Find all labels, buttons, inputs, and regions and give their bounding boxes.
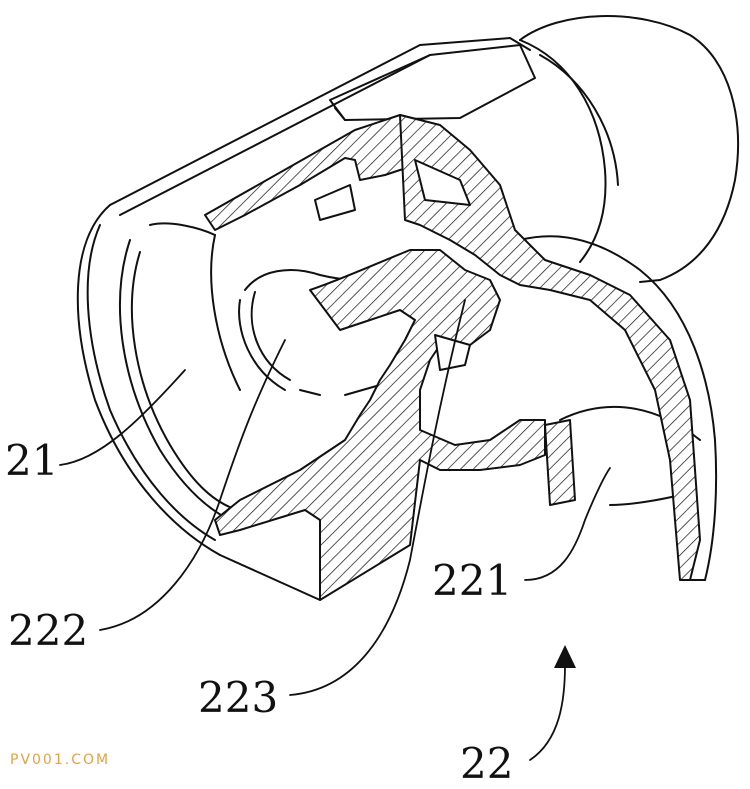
leader-222 bbox=[99, 339, 286, 631]
leader-223 bbox=[289, 299, 466, 696]
label-222: 222 bbox=[8, 606, 88, 655]
label-223: 223 bbox=[198, 673, 278, 722]
slot-upper bbox=[314, 184, 356, 221]
label-221: 221 bbox=[432, 556, 512, 605]
leader-22 bbox=[529, 664, 566, 761]
rear-boss bbox=[519, 15, 739, 283]
section-partition bbox=[214, 249, 546, 601]
label-22: 22 bbox=[460, 739, 513, 788]
label-21: 21 bbox=[5, 436, 58, 485]
watermark-text: PV001.COM bbox=[10, 752, 111, 768]
leader-21 bbox=[59, 369, 186, 466]
section-lower-post bbox=[544, 419, 576, 506]
section-upper-wall bbox=[204, 114, 421, 231]
arrow-22-head bbox=[554, 645, 576, 668]
window-upper bbox=[414, 159, 471, 206]
section-rib bbox=[399, 114, 701, 581]
leader-221 bbox=[524, 467, 611, 581]
